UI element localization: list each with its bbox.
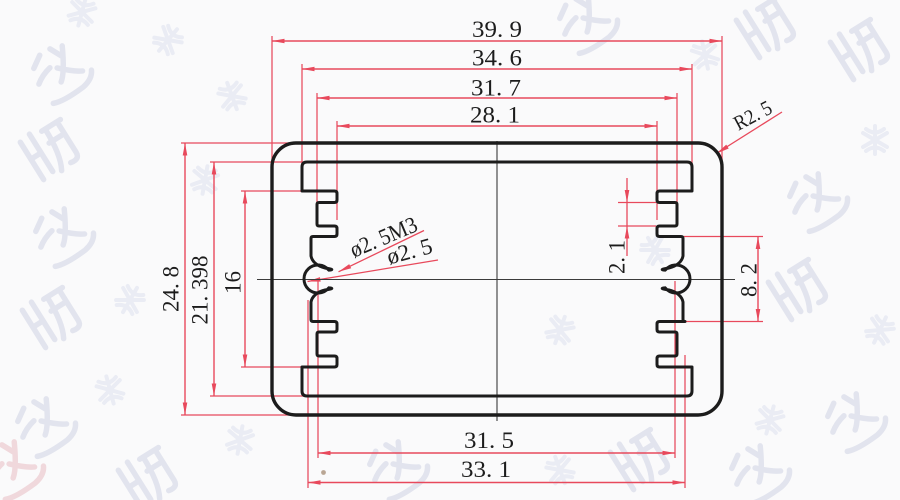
svg-text:39. 9: 39. 9 (472, 17, 522, 42)
svg-text:2. 1: 2. 1 (605, 240, 630, 274)
svg-text:34. 6: 34. 6 (472, 46, 522, 71)
svg-text:8. 2: 8. 2 (737, 263, 762, 297)
svg-text:24. 8: 24. 8 (159, 266, 184, 312)
svg-text:33. 1: 33. 1 (461, 457, 511, 482)
svg-text:31. 5: 31. 5 (464, 428, 514, 453)
svg-text:16: 16 (221, 271, 246, 294)
svg-text:21. 398: 21. 398 (188, 256, 213, 325)
svg-text:31. 7: 31. 7 (471, 76, 521, 101)
svg-text:28. 1: 28. 1 (470, 103, 520, 128)
